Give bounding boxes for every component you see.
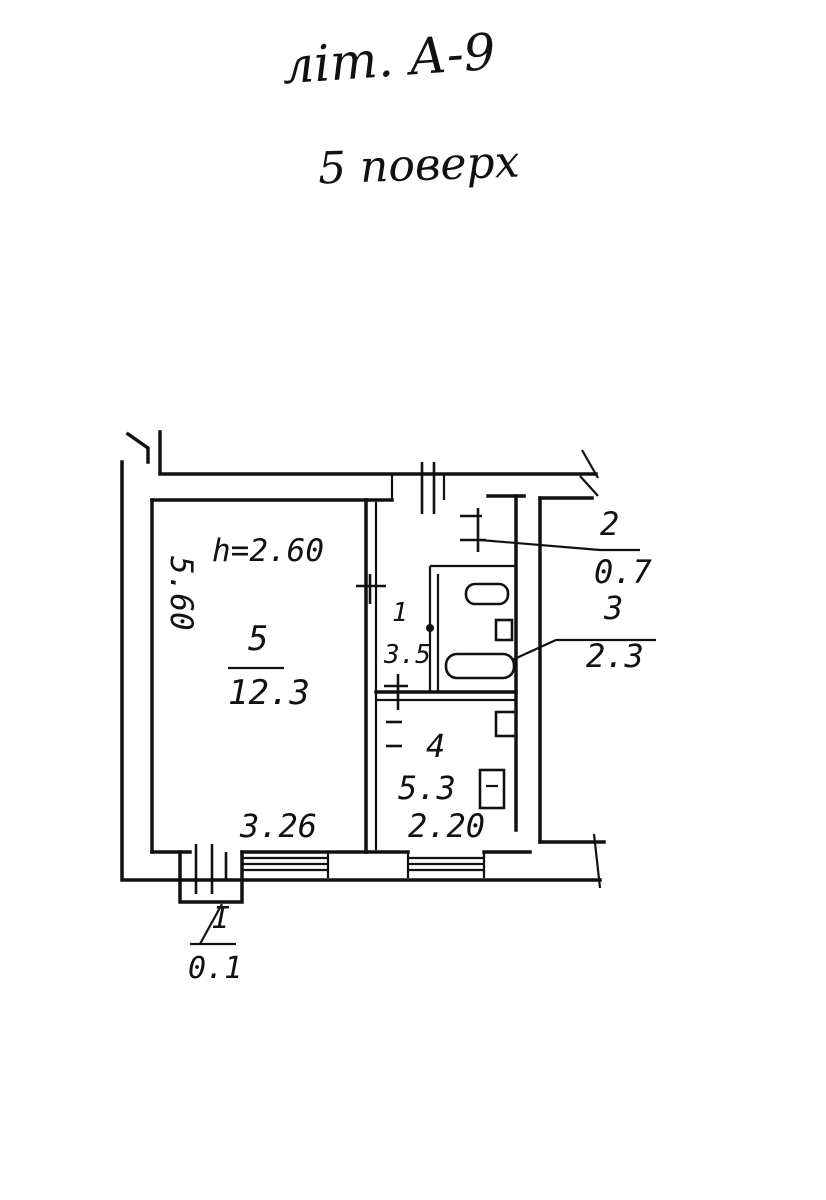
room-1-area: 3.5: [384, 640, 431, 670]
room-4-number: 4: [426, 727, 446, 765]
dim-left-wall: 5.60: [163, 556, 199, 631]
outer-walls: [120, 430, 606, 889]
room-2-number: 2: [600, 505, 620, 543]
dim-bath-bottom: 2.20: [408, 807, 486, 845]
room-5-area: 12.3: [228, 673, 310, 713]
room-5-number: 5: [248, 619, 269, 659]
ceiling-height-label: h=2.60: [212, 533, 324, 569]
room-I-area: 0.1: [188, 951, 243, 986]
balcony: [178, 844, 244, 946]
room-1-number: 1: [392, 598, 408, 628]
partitions: [364, 494, 518, 854]
room-2-area: 0.7: [594, 553, 652, 591]
entrance-door: [390, 462, 446, 514]
kitchen-fixtures: [478, 710, 518, 810]
room-I-number: I: [212, 901, 231, 936]
window-room: [240, 852, 330, 878]
leader-lines: [228, 538, 656, 670]
bathroom-fixtures: [426, 582, 516, 680]
room-3-number: 3: [604, 589, 624, 627]
room-3-area: 2.3: [586, 637, 644, 675]
window-kitchen: [406, 852, 486, 878]
room-4-area: 5.3: [398, 769, 456, 807]
dim-room-bottom: 3.26: [240, 807, 318, 845]
